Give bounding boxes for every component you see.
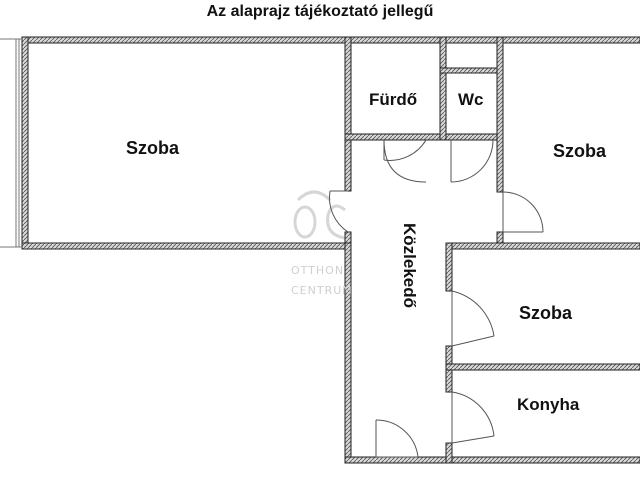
watermark-line2: CENTRUM	[291, 284, 353, 297]
door-szoba-middle	[451, 290, 495, 347]
watermark-logo	[293, 190, 346, 240]
balcony	[0, 38, 22, 248]
room-label-furdo: Fürdő	[369, 90, 418, 109]
room-label-konyha: Konyha	[517, 395, 580, 414]
room-label-kozlekedo: Közlekedő	[400, 223, 419, 309]
watermark-line1: OTTHON	[291, 264, 345, 277]
room-label-szoba-left: Szoba	[126, 138, 180, 158]
door-entrance	[375, 419, 419, 458]
door-furdo	[383, 139, 427, 183]
walls	[21, 36, 640, 464]
plan-title: Az alaprajz tájékoztató jellegű	[206, 3, 434, 20]
door-szoba-right	[502, 191, 544, 233]
room-label-wc: Wc	[458, 90, 484, 109]
door-konyha	[451, 391, 495, 444]
room-label-szoba-middle: Szoba	[519, 303, 573, 323]
door-szoba-left	[328, 190, 349, 233]
door-wc	[450, 139, 494, 183]
room-label-szoba-right: Szoba	[553, 141, 607, 161]
doors	[328, 139, 544, 458]
